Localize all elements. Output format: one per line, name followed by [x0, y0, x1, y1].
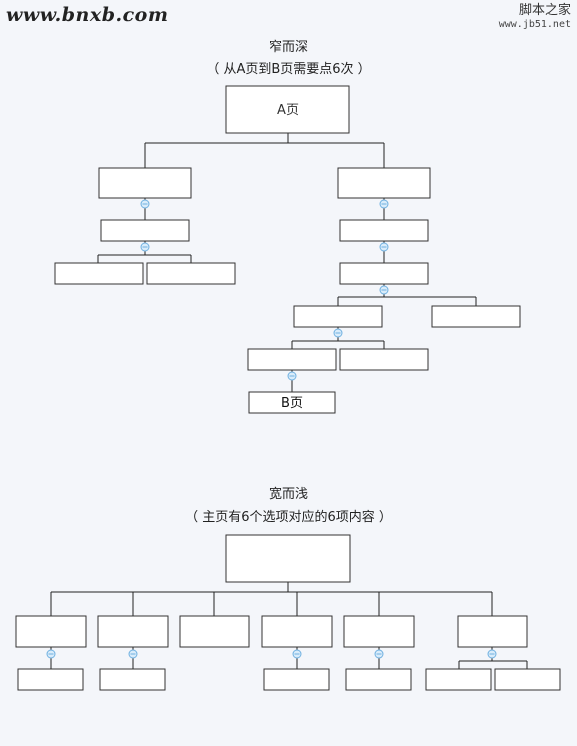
- deep-tree: A页 B页: [54, 85, 521, 414]
- wide-subtitle: （ 主页有6个选项对应的6项内容 ）: [185, 510, 392, 525]
- collapse-dot-icon: [140, 199, 150, 209]
- watermark-left: www.bnxb.com: [6, 4, 169, 26]
- collapse-dot-icon: [379, 242, 389, 252]
- wide-node-box: [97, 615, 169, 648]
- deep-node-box: [98, 167, 192, 199]
- wide-node-box: [179, 615, 250, 648]
- collapse-dot-icon: [379, 285, 389, 295]
- wide-tree: [15, 534, 561, 691]
- deep-node-box: [339, 348, 429, 371]
- watermark-right-title: 脚本之家: [518, 3, 571, 18]
- wide-title: 宽而浅: [268, 487, 308, 502]
- collapse-dot-icon: [379, 199, 389, 209]
- root-connector: [144, 133, 385, 168]
- connector: [337, 284, 477, 306]
- wide-node-box: [345, 668, 412, 691]
- deep-node-box: [337, 167, 431, 199]
- collapse-dot-icon: [333, 328, 343, 338]
- wide-node-box: [425, 668, 492, 691]
- deep-subtitle: （ 从A页到B页需要点6次 ）: [206, 62, 371, 77]
- watermark-right: 脚本之家 www.jb51.net: [499, 4, 571, 32]
- deep-node-box: [431, 305, 521, 328]
- deep-node-box: [146, 262, 236, 285]
- deep-node-box: [247, 348, 337, 371]
- deep-node-box: [293, 305, 383, 328]
- wide-node-box: [99, 668, 166, 691]
- collapse-dot-icon: [128, 649, 138, 659]
- collapse-dot-icon: [46, 649, 56, 659]
- wide-node-box: [343, 615, 415, 648]
- wide-node-box: [17, 668, 84, 691]
- wide-node-box: [261, 615, 333, 648]
- deep-title: 窄而深: [268, 40, 308, 55]
- collapse-dot-icon: [292, 649, 302, 659]
- collapse-dot-icon: [487, 649, 497, 659]
- collapse-dot-icon: [287, 371, 297, 381]
- home-page-box: [225, 534, 351, 583]
- watermark-right-url: www.jb51.net: [498, 19, 571, 30]
- page-a-box: [225, 85, 350, 134]
- root-connector: [50, 582, 493, 616]
- page-b-box: [248, 391, 336, 414]
- wide-node-box: [457, 615, 528, 648]
- deep-node-box: [339, 262, 429, 285]
- page-b-label: B页: [281, 396, 303, 411]
- deep-node-box: [339, 219, 429, 242]
- deep-node-box: [100, 219, 190, 242]
- wide-node-box: [263, 668, 330, 691]
- page-a-label: A页: [277, 103, 299, 118]
- connector: [50, 647, 380, 669]
- collapse-dot-icon: [374, 649, 384, 659]
- deep-node-box: [54, 262, 144, 285]
- wide-node-box: [494, 668, 561, 691]
- wide-node-box: [15, 615, 87, 648]
- collapse-dot-icon: [140, 242, 150, 252]
